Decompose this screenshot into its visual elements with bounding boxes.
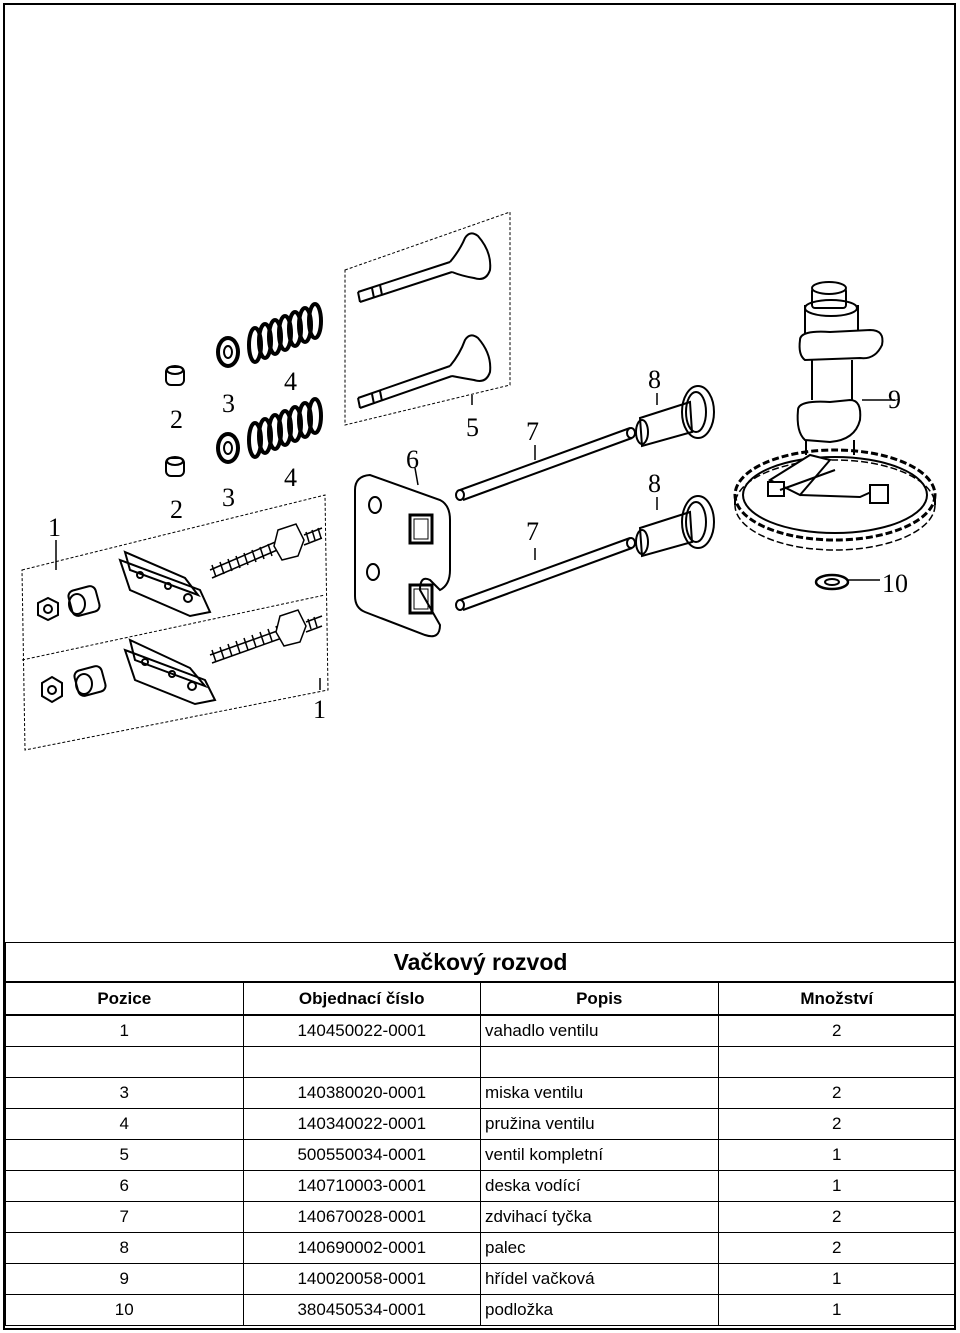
page-frame <box>3 3 956 1330</box>
cell-quantity: 1 <box>717 1294 956 1326</box>
cell-description: hřídel vačková <box>480 1263 719 1295</box>
rocker-arm-assembly <box>21 494 329 751</box>
cell-position: 3 <box>5 1077 244 1109</box>
table-row <box>5 1046 956 1078</box>
header-quantity: Množství <box>717 981 956 1016</box>
cell-order-number: 140340022-0001 <box>242 1108 481 1140</box>
cell-description: zdvihací tyčka <box>480 1201 719 1233</box>
table-title: Vačkový rozvod <box>5 942 956 983</box>
cell-description: ventil kompletní <box>480 1139 719 1171</box>
callout-2-lower: 2 <box>170 495 183 524</box>
cell-position: 9 <box>5 1263 244 1295</box>
callout-7-upper: 7 <box>526 417 539 446</box>
callout-4-upper: 4 <box>284 367 297 396</box>
callout-8-upper: 8 <box>648 365 661 394</box>
cell-description <box>480 1046 719 1078</box>
cell-order-number: 140020058-0001 <box>242 1263 481 1295</box>
cell-quantity: 1 <box>717 1263 956 1295</box>
header-description: Popis <box>480 981 719 1016</box>
camshaft <box>733 281 937 551</box>
cell-position: 10 <box>5 1294 244 1326</box>
callout-10: 10 <box>882 569 908 598</box>
callout-8-lower: 8 <box>648 469 661 498</box>
callout-6: 6 <box>406 445 419 474</box>
callout-9: 9 <box>888 385 901 414</box>
callout-4-lower: 4 <box>284 463 297 492</box>
cell-description: vahadlo ventilu <box>480 1014 719 1047</box>
cell-order-number: 140450022-0001 <box>242 1014 481 1047</box>
callout-7-lower: 7 <box>526 517 539 546</box>
cell-order-number: 140710003-0001 <box>242 1170 481 1202</box>
cell-position: 1 <box>5 1014 244 1047</box>
header-position: Pozice <box>5 981 244 1016</box>
cell-order-number: 500550034-0001 <box>242 1139 481 1171</box>
cell-order-number: 140380020-0001 <box>242 1077 481 1109</box>
cell-description: podložka <box>480 1294 719 1326</box>
cell-position: 4 <box>5 1108 244 1140</box>
cell-position: 7 <box>5 1201 244 1233</box>
parts-table: Vačkový rozvod Pozice Objednací číslo Po… <box>5 942 956 1326</box>
header-order-number: Objednací číslo <box>242 981 481 1016</box>
table-header-row: Pozice Objednací číslo Popis Množství <box>5 981 956 1016</box>
cell-quantity: 1 <box>717 1139 956 1171</box>
cell-description: pružina ventilu <box>480 1108 719 1140</box>
cell-quantity: 1 <box>717 1170 956 1202</box>
cell-quantity <box>717 1046 956 1078</box>
cell-position: 5 <box>5 1139 244 1171</box>
callout-3-upper: 3 <box>222 389 235 418</box>
callout-2-upper: 2 <box>170 405 183 434</box>
callout-1-upper: 1 <box>48 513 61 542</box>
callout-5: 5 <box>466 413 479 442</box>
cell-quantity: 2 <box>717 1014 956 1047</box>
cell-quantity: 2 <box>717 1201 956 1233</box>
cell-description: palec <box>480 1232 719 1264</box>
exploded-parts-diagram: 1 1 2 2 3 3 4 4 5 6 7 7 8 8 9 10 <box>21 211 937 751</box>
cell-order-number: 140670028-0001 <box>242 1201 481 1233</box>
cell-position: 6 <box>5 1170 244 1202</box>
cell-position: 8 <box>5 1232 244 1264</box>
cell-quantity: 2 <box>717 1108 956 1140</box>
cell-order-number <box>242 1046 481 1078</box>
callout-1-lower: 1 <box>313 695 326 724</box>
callout-3-lower: 3 <box>222 483 235 512</box>
cell-quantity: 2 <box>717 1077 956 1109</box>
cell-position <box>5 1046 244 1078</box>
cell-order-number: 140690002-0001 <box>242 1232 481 1264</box>
cell-description: deska vodící <box>480 1170 719 1202</box>
cell-quantity: 2 <box>717 1232 956 1264</box>
cell-description: miska ventilu <box>480 1077 719 1109</box>
cell-order-number: 380450534-0001 <box>242 1294 481 1326</box>
